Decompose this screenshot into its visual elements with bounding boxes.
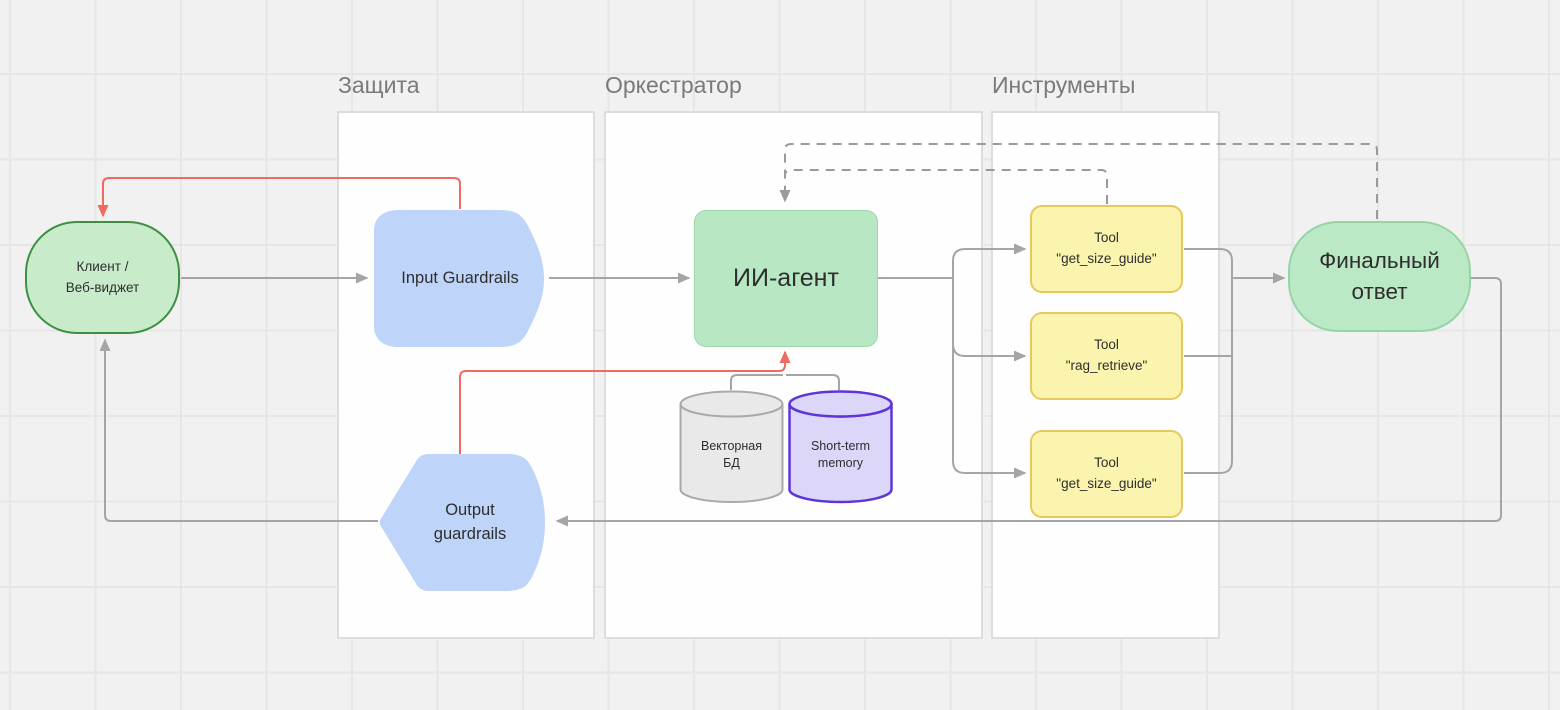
output-guardrails-label-line1: Output: [445, 501, 495, 520]
node-output-guardrails[interactable]: Output guardrails: [377, 453, 549, 592]
client-label-line1: Клиент /: [76, 259, 129, 275]
node-tool-2[interactable]: Tool "rag_retrieve": [1030, 312, 1183, 400]
input-guardrails-shape: [374, 210, 544, 347]
node-final-answer[interactable]: Финальный ответ: [1288, 221, 1471, 332]
frame-title-protection: Защита: [338, 72, 420, 98]
tool-2-label-line1: Tool: [1094, 337, 1119, 353]
agent-label: ИИ-агент: [733, 264, 839, 292]
final-answer-label-line1: Финальный: [1319, 248, 1440, 274]
edge-tool-1-to-merge[interactable]: [1184, 248, 1233, 278]
edge-output-guardrails-to-client[interactable]: [99, 338, 378, 522]
edge-final-answer-to-output-guardrails[interactable]: [555, 277, 1502, 527]
edge-tool-1-to-agent-dashed[interactable]: [784, 169, 1108, 204]
client-label-line2: Веб-виджет: [65, 279, 140, 295]
node-input-guardrails[interactable]: Input Guardrails: [373, 209, 547, 348]
edge-trunk-to-tool-2[interactable]: [952, 278, 1027, 362]
tool-3-label-line1: Tool: [1094, 455, 1119, 471]
short-term-memory-cylinder: [788, 390, 893, 504]
edge-output-guardrails-to-agent-red[interactable]: [459, 350, 791, 454]
short-term-memory-label-line2: memory: [817, 456, 864, 470]
node-tool-1[interactable]: Tool "get_size_guide": [1030, 205, 1183, 293]
edge-trunk-to-tool-1[interactable]: [952, 243, 1027, 278]
edge-vector-db-to-agent[interactable]: [730, 374, 783, 390]
edge-final-answer-to-agent-dashed[interactable]: [779, 143, 1378, 219]
node-short-term-memory[interactable]: Short-term memory: [788, 390, 893, 504]
node-agent[interactable]: ИИ-агент: [694, 210, 878, 347]
output-guardrails-shape: [379, 454, 545, 591]
edge-trunk-to-tool-3[interactable]: [952, 278, 1027, 479]
tool-2-label-line2: "rag_retrieve": [1065, 358, 1148, 373]
edge-short-term-memory-to-agent[interactable]: [786, 374, 840, 390]
node-tool-3[interactable]: Tool "get_size_guide": [1030, 430, 1183, 518]
short-term-memory-label-line1: Short-term: [810, 438, 871, 453]
frame-title-tools: Инструменты: [992, 72, 1136, 98]
vector-db-cylinder: [679, 390, 784, 503]
frame-title-orchestrator: Оркестратор: [605, 72, 742, 98]
tool-3-label-line2: "get_size_guide": [1056, 476, 1157, 491]
vector-db-label-line1: Векторная: [700, 438, 762, 453]
input-guardrails-label: Input Guardrails: [401, 269, 519, 287]
tool-1-label-line2: "get_size_guide": [1056, 251, 1157, 266]
node-vector-db[interactable]: Векторная БД: [679, 390, 784, 504]
edge-tool-3-to-merge[interactable]: [1184, 278, 1233, 474]
final-answer-label-line2: ответ: [1351, 278, 1408, 304]
edge-input-guardrails-to-client-red[interactable]: [97, 177, 461, 218]
tool-1-label-line1: Tool: [1094, 230, 1119, 246]
node-client[interactable]: Клиент / Веб-виджет: [25, 221, 180, 334]
vector-db-label-line2: БД: [723, 456, 740, 470]
output-guardrails-label-line2: guardrails: [433, 524, 507, 543]
